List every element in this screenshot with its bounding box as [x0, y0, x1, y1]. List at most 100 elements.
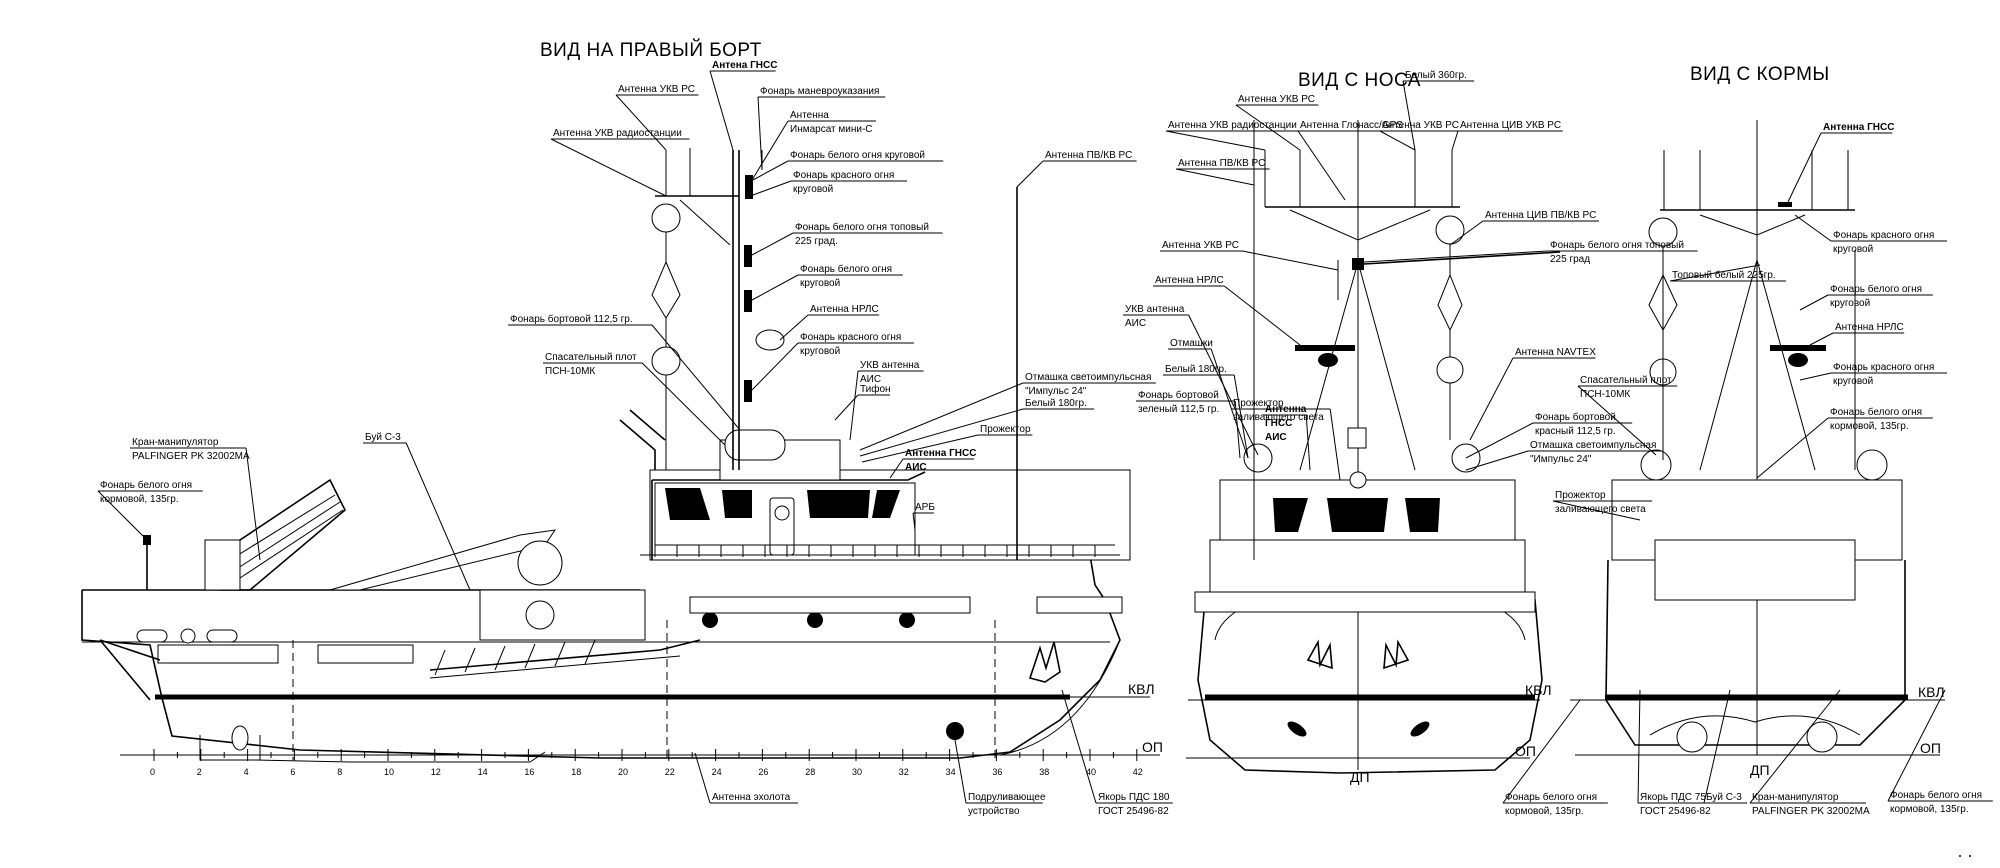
callout-bow-glonass: Антенна Глонасс/GPS: [1297, 120, 1409, 201]
callout-text: Антенна УКВ радиостанции: [1168, 120, 1297, 131]
callout-text: АИС: [905, 462, 927, 473]
callout-leader: [97, 490, 148, 541]
callout-text: устройство: [968, 806, 1020, 817]
callout-starboard-ukv-radio: Антенна УКВ радиостанции: [550, 128, 690, 197]
callout-leader: [1233, 374, 1249, 459]
callout-text: Инмарсат мини-С: [790, 124, 873, 135]
frame-tick-label: 28: [805, 767, 815, 777]
radar-antenna: [755, 329, 785, 351]
callout-text: заливающего света: [1233, 412, 1324, 423]
callout-leader: [709, 70, 734, 151]
callout-starboard-echo: Антенна эхолота: [694, 752, 798, 804]
callout-leader: [694, 752, 711, 804]
callout-starboard-thruster: Подруливающее устройство: [954, 739, 1046, 817]
callout-leader: [1223, 285, 1301, 346]
callout-text: ПСН-10МК: [1580, 389, 1630, 400]
callout-text: Антенна ПВ/КВ РС: [1178, 158, 1265, 169]
callout-text: Подруливающее: [968, 792, 1046, 803]
callout-text: круговой: [793, 184, 833, 195]
callout-text: Фонарь белого огня топовый: [795, 221, 929, 233]
callout-leader: [1794, 214, 1832, 242]
callout-leader: [752, 180, 792, 196]
callout-text: АИС: [1125, 318, 1146, 329]
callout-text: ГНСС: [1265, 418, 1292, 429]
bow-view: КВЛ ОП ДП: [1186, 120, 1561, 785]
callout-text: Антена ГНСС: [712, 60, 777, 71]
callout-text: "Импульс 24": [1025, 386, 1087, 397]
callout-bow-white-360: Белый 360гр.: [1402, 70, 1475, 151]
callout-text: Антенна НРЛС: [810, 304, 879, 315]
stern-view-title: ВИД С КОРМЫ: [1690, 64, 1830, 85]
callout-leader: [1297, 130, 1346, 201]
callout-text: Антенна ЦИВ УКВ РС: [1460, 120, 1561, 131]
callout-leader: [1242, 250, 1339, 271]
callout-text: Буй С-3: [365, 432, 401, 443]
callout-leader: [1756, 417, 1829, 479]
callout-text: красный 112,5 гр.: [1535, 426, 1616, 437]
callout-text: Отмашки: [1170, 338, 1213, 349]
propeller-port: [1676, 721, 1708, 753]
frame-tick-label: 12: [431, 767, 441, 777]
callout-bow-civ-ukv: Антенна ЦИВ УКВ РС: [1451, 120, 1563, 151]
callout-text: Фонарь белого огня: [1830, 406, 1922, 418]
callout-text: Фонарь белого огня: [1890, 789, 1982, 801]
callout-bow-white-180: Белый 180гр.: [1163, 364, 1249, 459]
signal-ball: [651, 203, 681, 233]
callout-leader: [1787, 132, 1822, 203]
callout-leader: [751, 120, 789, 181]
callout-leader: [1234, 400, 1241, 459]
callout-text: Фонарь красного огня: [1833, 362, 1934, 373]
bow-hull-outline: [1197, 599, 1543, 774]
frame-tick-label: 26: [758, 767, 768, 777]
callout-text: УКВ антенна: [1125, 304, 1185, 315]
callout-text: Белый 360гр.: [1405, 70, 1467, 81]
frame-tick-label: 36: [992, 767, 1002, 777]
callout-stern-gnss: Антенна ГНСС: [1787, 122, 1894, 203]
callout-text: PALFINGER PK 32002MA: [1752, 806, 1870, 817]
callout-text: Фонарь белого огня: [100, 479, 192, 491]
callout-text: Антенна ГНСС: [1823, 122, 1894, 133]
callout-text: Отмашка светоимпульсная: [1530, 440, 1656, 451]
callout-leader: [1451, 130, 1459, 151]
callout-starboard-white-top: Фонарь белого огня топовый 225 град.: [751, 221, 943, 256]
callout-text: Прожектор: [980, 424, 1031, 435]
callout-bow-impulse: Отмашка светоимпульсная "Импульс 24": [1465, 440, 1661, 471]
callout-text: Спасательный плот: [1580, 375, 1672, 386]
callout-leader: [1469, 357, 1514, 441]
callout-leader: [550, 138, 667, 197]
callout-bow-nrls: Антенна НРЛС: [1153, 275, 1301, 346]
callout-starboard-impulse: Отмашка светоимпульсная"Импульс 24": [859, 372, 1156, 451]
callout-leader: [1061, 689, 1097, 804]
frame-tick-label: 4: [244, 767, 249, 777]
callout-text: Тифон: [860, 383, 891, 395]
callout-leader: [1749, 689, 1841, 804]
callout-leader: [1799, 372, 1832, 381]
frame-tick-label: 40: [1086, 767, 1096, 777]
frame-tick-label: 0: [150, 767, 155, 777]
callout-leader: [1379, 130, 1416, 151]
callout-leader: [1449, 220, 1484, 246]
callout-text: "Импульс 24": [1530, 454, 1592, 465]
signal-diamond: [651, 260, 681, 319]
callout-leader: [751, 232, 794, 256]
callout-leader: [1210, 348, 1249, 459]
buoy-s3: [329, 529, 557, 591]
callout-text: 225 град.: [795, 236, 838, 247]
callout-text: ПСН-10МК: [545, 366, 595, 377]
callout-text: АРБ: [915, 502, 935, 513]
bow-centerline-label: ДП: [1350, 769, 1370, 785]
callout-bow-ukv-rs-1: Антенна УКВ РС: [1235, 94, 1319, 151]
